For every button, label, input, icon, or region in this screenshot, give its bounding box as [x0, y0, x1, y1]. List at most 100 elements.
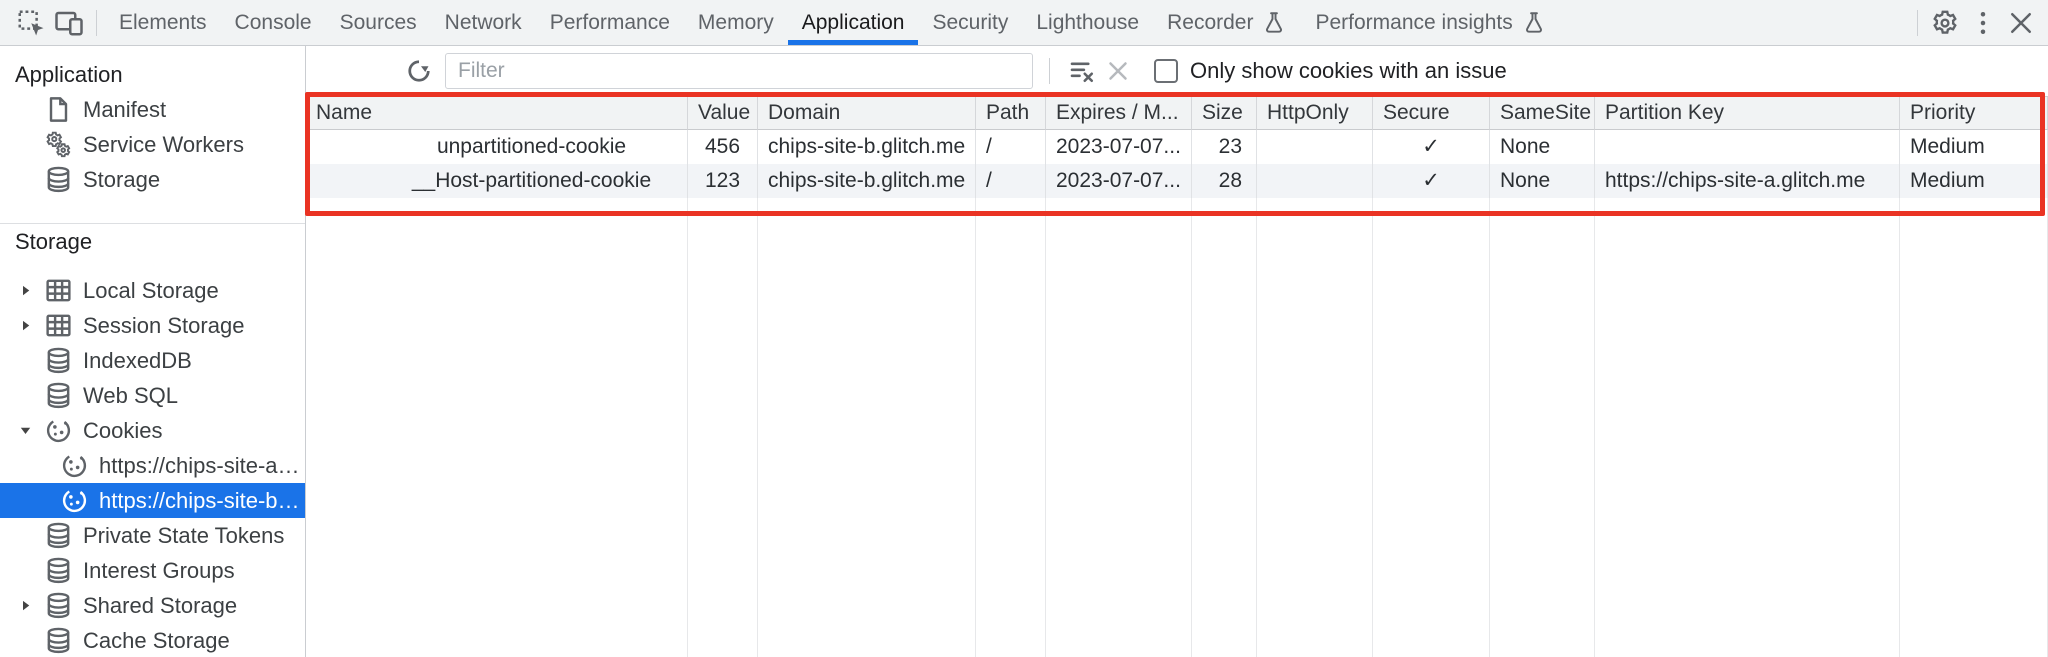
table-icon [44, 276, 73, 305]
table-filler-column [1373, 198, 1490, 657]
cookies-panel: Only show cookies with an issue NameValu… [305, 46, 2048, 657]
tab-console[interactable]: Console [221, 0, 326, 45]
cell-partition-key[interactable] [1595, 130, 1900, 164]
cell-path[interactable]: / [976, 164, 1046, 198]
clear-filter-icon[interactable] [1064, 46, 1100, 96]
cell-name[interactable]: unpartitioned-cookie [306, 130, 688, 164]
tab-sources[interactable]: Sources [326, 0, 431, 45]
cell-name[interactable]: __Host-partitioned-cookie [306, 164, 688, 198]
delete-icon[interactable] [1100, 46, 1136, 96]
sidebar-item-manifest[interactable]: Manifest [0, 92, 305, 127]
database-icon [44, 556, 73, 585]
cell-expires[interactable]: 2023-07-07... [1046, 130, 1192, 164]
expand-arrow-icon[interactable] [18, 318, 44, 333]
column-header-partition-key[interactable]: Partition Key [1595, 97, 1900, 130]
manifest-icon [44, 95, 73, 124]
issue-filter-label[interactable]: Only show cookies with an issue [1190, 58, 1507, 83]
cell-value[interactable]: 123 [688, 164, 758, 198]
column-header-httponly[interactable]: HttpOnly [1257, 97, 1373, 130]
collapse-arrow-icon[interactable] [18, 423, 44, 438]
cell-path[interactable]: / [976, 130, 1046, 164]
sidebar-item-label: Shared Storage [83, 592, 238, 618]
sidebar-item-cookies[interactable]: Cookies [0, 413, 305, 448]
sidebar-item-cache-storage[interactable]: Cache Storage [0, 623, 305, 657]
column-header-secure[interactable]: Secure [1373, 97, 1490, 130]
tab-label: Console [234, 10, 312, 34]
tab-lighthouse[interactable]: Lighthouse [1022, 0, 1153, 45]
device-toolbar-icon[interactable] [50, 0, 88, 45]
tab-security[interactable]: Security [918, 0, 1022, 45]
cell-secure[interactable]: ✓ [1373, 130, 1490, 164]
column-header-samesite[interactable]: SameSite [1490, 97, 1595, 130]
table-filler-column [976, 198, 1046, 657]
tab-elements[interactable]: Elements [105, 0, 221, 45]
sidebar-item-indexeddb[interactable]: IndexedDB [0, 343, 305, 378]
column-header-name[interactable]: Name [306, 97, 688, 130]
tab-application[interactable]: Application [787, 0, 919, 45]
cell-priority[interactable]: Medium [1900, 164, 2048, 198]
tab-memory[interactable]: Memory [684, 0, 788, 45]
column-header-expires-m[interactable]: Expires / M... [1046, 97, 1192, 130]
sidebar-section-title: Application [15, 62, 123, 87]
cell-size[interactable]: 28 [1192, 164, 1257, 198]
close-icon[interactable] [2002, 0, 2040, 45]
tab-label: Lighthouse [1036, 10, 1140, 34]
sidebar-item-storage[interactable]: Storage [0, 162, 305, 197]
sidebar-item-shared-storage[interactable]: Shared Storage [0, 588, 305, 623]
cell-domain[interactable]: chips-site-b.glitch.me [758, 164, 976, 198]
issue-filter-checkbox[interactable] [1154, 59, 1178, 83]
column-header-priority[interactable]: Priority [1900, 97, 2048, 130]
expand-arrow-icon[interactable] [18, 598, 44, 613]
cell-expires[interactable]: 2023-07-07... [1046, 164, 1192, 198]
sidebar-item-private-state-tokens[interactable]: Private State Tokens [0, 518, 305, 553]
sidebar-item-service-workers[interactable]: Service Workers [0, 127, 305, 162]
tab-performance[interactable]: Performance [536, 0, 684, 45]
sidebar-item-label: Private State Tokens [83, 522, 285, 548]
cell-size[interactable]: 23 [1192, 130, 1257, 164]
column-header-domain[interactable]: Domain [758, 97, 976, 130]
expand-arrow-icon[interactable] [18, 283, 44, 298]
table-filler-column [1595, 198, 1900, 657]
sidebar-section-divider [0, 223, 305, 224]
cell-same-site[interactable]: None [1490, 164, 1595, 198]
sidebar-item-web-sql[interactable]: Web SQL [0, 378, 305, 413]
inspect-icon[interactable] [12, 0, 50, 45]
table-filler-column [1257, 198, 1373, 657]
tab-label: Performance insights [1315, 10, 1513, 34]
column-header-path[interactable]: Path [976, 97, 1046, 130]
sidebar-item-https-chips-site-a-glitch-me[interactable]: https://chips-site-a.glitch.me [0, 448, 305, 483]
database-icon [44, 165, 73, 194]
sidebar-item-interest-groups[interactable]: Interest Groups [0, 553, 305, 588]
sidebar-item-label: Web SQL [83, 382, 178, 408]
cell-partition-key[interactable]: https://chips-site-a.glitch.me [1595, 164, 1900, 198]
cell-same-site[interactable]: None [1490, 130, 1595, 164]
toolbar-divider [96, 9, 97, 36]
column-header-size[interactable]: Size [1192, 97, 1257, 130]
tab-label: Security [932, 10, 1009, 34]
refresh-icon[interactable] [401, 46, 437, 96]
toolbar-divider [1917, 9, 1918, 36]
filter-input[interactable] [445, 53, 1033, 89]
toolbar-actions [1909, 0, 2048, 45]
table-filler-column [1490, 198, 1595, 657]
sidebar-item-session-storage[interactable]: Session Storage [0, 308, 305, 343]
table-filler-column [688, 198, 758, 657]
cell-value[interactable]: 456 [688, 130, 758, 164]
more-options-icon[interactable] [1964, 0, 2002, 45]
tab-performance-insights[interactable]: Performance insights [1301, 0, 1560, 45]
tab-network[interactable]: Network [431, 0, 536, 45]
settings-gear-icon[interactable] [1926, 0, 1964, 45]
tab-recorder[interactable]: Recorder [1153, 0, 1301, 45]
database-icon [44, 626, 73, 655]
cell-http-only[interactable] [1257, 164, 1373, 198]
cell-domain[interactable]: chips-site-b.glitch.me [758, 130, 976, 164]
cell-secure[interactable]: ✓ [1373, 164, 1490, 198]
sidebar-item-https-chips-site-b-glitch-me[interactable]: https://chips-site-b.glitch.me [0, 483, 305, 518]
cell-http-only[interactable] [1257, 130, 1373, 164]
cell-priority[interactable]: Medium [1900, 130, 2048, 164]
sidebar-item-local-storage[interactable]: Local Storage [0, 273, 305, 308]
sidebar-item-label: Cookies [83, 417, 163, 443]
column-header-value[interactable]: Value [688, 97, 758, 130]
